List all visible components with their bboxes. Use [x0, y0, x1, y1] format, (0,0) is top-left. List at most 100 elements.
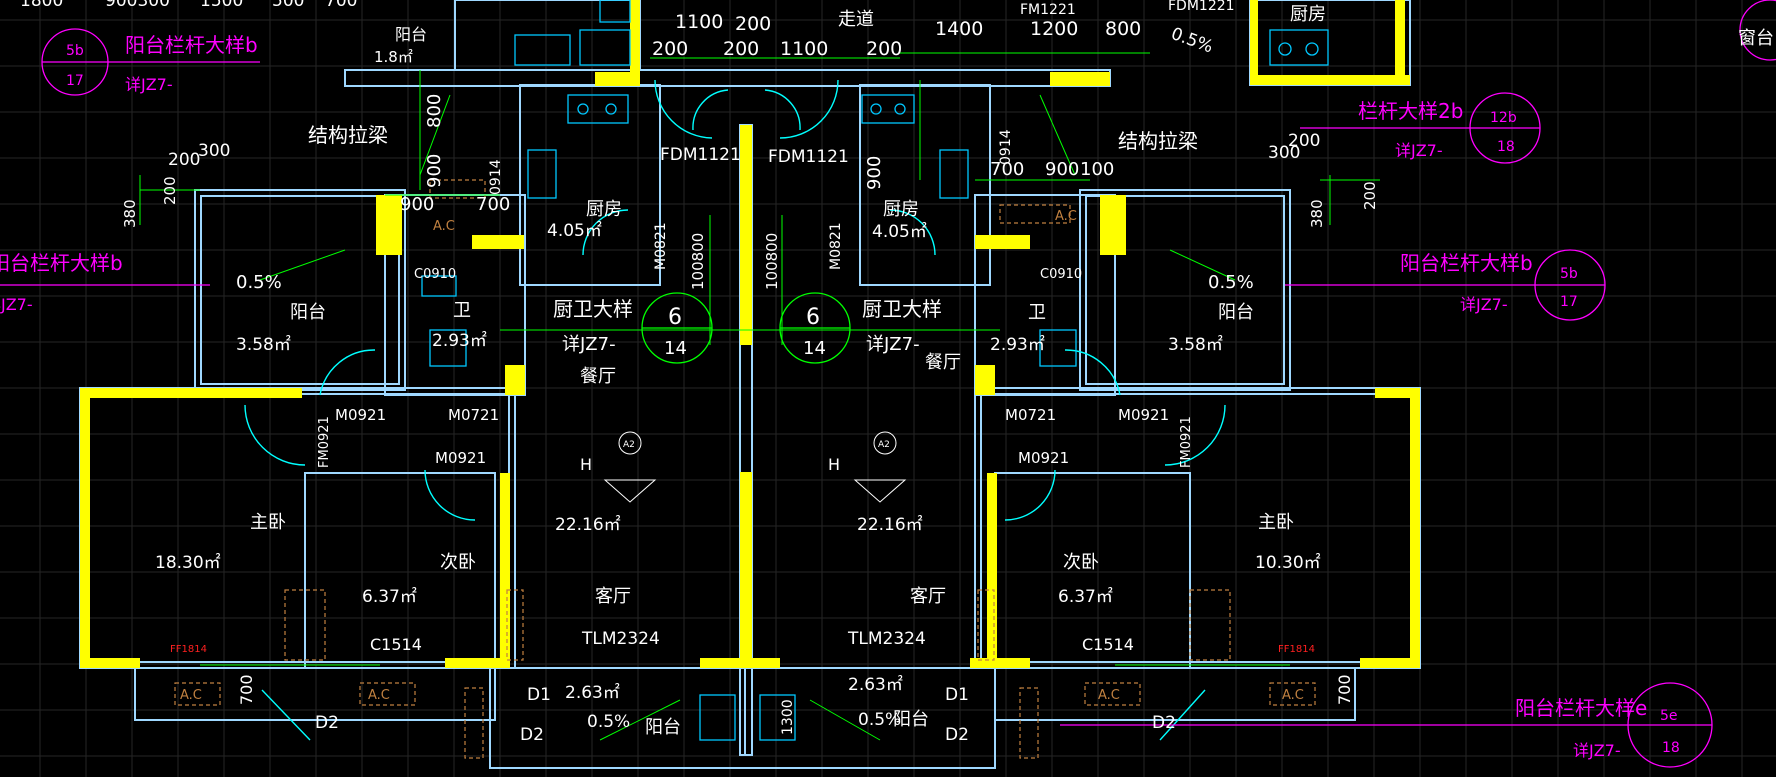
label-d2-c: D2 — [945, 725, 969, 745]
detail-circles — [641, 292, 851, 364]
callout-texts: 阳台栏杆大样b 详JZ7- 5b 17 阳台栏杆大样b 详JZ7- 栏杆大样2b… — [0, 33, 1680, 760]
label-ac-3: A.C — [1098, 688, 1120, 703]
label-d1-right: D1 — [945, 685, 969, 705]
label-balcony-left: 阳台 — [290, 302, 326, 323]
dim-v-100800-left: 100800 — [689, 233, 707, 290]
label-kitchen-bath-ref-right-sub: 详JZ7- — [866, 334, 920, 355]
dim-top-left-500: 500 — [272, 0, 304, 11]
detail-left-num: 6 — [668, 305, 682, 330]
label-balcony-right-slope: 0.5% — [1208, 272, 1254, 293]
callout-railing-b-left: 阳台栏杆大样b — [125, 33, 258, 57]
dim-right-200: 200 — [1288, 131, 1320, 151]
label-d2-b: D2 — [520, 725, 544, 745]
callout-railing-e-sheet: 18 — [1662, 740, 1680, 756]
callout-railing-2b-num: 12b — [1490, 110, 1517, 126]
callout-railing-b-left-sub: 详JZ7- — [125, 75, 173, 94]
label-second-right-area: 6.37㎡ — [1058, 587, 1113, 607]
callout-railing-b-far-left: 阳台栏杆大样b — [0, 251, 123, 275]
dim-bottom-700-left: 700 — [237, 674, 256, 705]
label-master-right-area: 10.30㎡ — [1255, 553, 1321, 573]
label-wc-left-area: 2.93㎡ — [432, 331, 487, 351]
label-fm1221: FM1221 — [1020, 2, 1076, 18]
label-d2-a: D2 — [315, 713, 339, 733]
dim-left-900b: 900 — [424, 154, 445, 188]
label-d2-d: D2 — [1152, 713, 1176, 733]
label-balcony-bottom-left-slope: 0.5% — [587, 712, 630, 732]
fixtures — [421, 0, 1329, 741]
label-structure-beam-right: 结构拉梁 — [1118, 129, 1198, 153]
label-d1-left: D1 — [527, 685, 551, 705]
dim-top-left-1500: 1500 — [200, 0, 243, 11]
label-kitchen-bath-ref-right: 厨卫大样 — [862, 297, 942, 321]
label-m0921-d: M0921 — [1018, 449, 1069, 467]
detail-left-sheet: 14 — [664, 338, 687, 359]
label-m0721-b: M0721 — [1005, 406, 1056, 424]
label-dining-right: 餐厅 — [925, 352, 961, 373]
fire-window-labels: FF1814 FF1814 — [170, 644, 1315, 655]
label-fdm1221: FDM1221 — [1168, 0, 1235, 14]
detail-right-num: 6 — [806, 305, 820, 330]
dim-bottom-700-right: 700 — [1335, 674, 1354, 705]
label-wc-right-area: 2.93㎡ — [990, 335, 1045, 355]
dim-right-900b: 900 — [1045, 159, 1079, 180]
axis-markers — [603, 431, 907, 503]
label-second-left-area: 6.37㎡ — [362, 587, 417, 607]
callout-railing-b-right-sub: 详JZ7- — [1460, 295, 1508, 314]
label-c1514-right: C1514 — [1082, 635, 1134, 654]
callout-railing-b-right-sheet: 17 — [1560, 294, 1578, 310]
dim-left-200b: 200 — [161, 176, 179, 205]
callout-railing-e-sub: 详JZ7- — [1573, 741, 1621, 760]
label-m0721-a: M0721 — [448, 406, 499, 424]
callout-railing-2b-sheet: 18 — [1497, 139, 1515, 155]
callout-railing-b-right: 阳台栏杆大样b — [1400, 251, 1533, 275]
structural-columns — [80, 0, 1420, 668]
dim-left-200: 200 — [168, 150, 200, 170]
label-a2-right: A2 — [878, 440, 890, 450]
label-wc-right: 卫 — [1028, 302, 1046, 323]
label-balcony-bottom-right: 阳台 — [893, 709, 929, 730]
label-wc-left: 卫 — [453, 300, 471, 321]
label-kitchen-right-area: 4.05㎡ — [872, 222, 927, 242]
dim-right-300: 300 — [1268, 143, 1300, 163]
dim-left-800: 800 — [424, 94, 445, 128]
label-kitchen-bath-ref-left: 厨卫大样 — [553, 297, 633, 321]
label-living-right: 客厅 — [910, 586, 946, 607]
label-tlm-right: TLM2324 — [847, 629, 926, 649]
dim-right-900: 900 — [864, 156, 885, 190]
dimension-texts: 1100 200 200 200 1100 200 1400 1200 800 … — [20, 0, 1379, 735]
label-m0921-b: M0921 — [435, 449, 486, 467]
label-dining-left: 餐厅 — [580, 366, 616, 387]
door-swings — [244, 79, 1226, 741]
dim-top-left-900300: 900300 — [105, 0, 170, 11]
dim-left-380: 380 — [121, 199, 139, 228]
dim-v-100800-right: 100800 — [763, 233, 781, 290]
label-ac-4: A.C — [1282, 688, 1304, 703]
label-c1514-left: C1514 — [370, 635, 422, 654]
dim-left-700: 700 — [476, 194, 510, 215]
label-balcony-left-slope: 0.5% — [236, 272, 282, 293]
dim-right-200b: 200 — [1361, 181, 1379, 210]
label-balcony-left-area: 3.58㎡ — [236, 335, 291, 355]
label-balcony-bottom-right-area: 2.63㎡ — [848, 675, 903, 695]
dim-left-300: 300 — [198, 141, 230, 161]
dim-top-800: 800 — [1105, 18, 1141, 40]
label-kitchen-bath-ref-left-sub: 详JZ7- — [562, 334, 616, 355]
label-living-left-area: 22.16㎡ — [555, 515, 621, 535]
label-c0910-right: C0910 — [1040, 267, 1082, 282]
detail-circle-texts: 6 14 6 14 — [664, 305, 826, 359]
label-m0921-a: M0921 — [335, 406, 386, 424]
label-ac-6: A.C — [1055, 209, 1077, 224]
label-second-left: 次卧 — [440, 552, 476, 573]
callout-railing-e-num: 5e — [1660, 708, 1678, 724]
dim-top-1100a: 1100 — [675, 11, 723, 33]
label-m0821-right: M0821 — [828, 222, 844, 270]
label-balcony-top: 阳台 — [395, 25, 427, 44]
dimension-lines — [139, 52, 1380, 741]
label-kitchen-left-area: 4.05㎡ — [547, 221, 602, 241]
label-area-small: 1.8㎡ — [374, 48, 413, 66]
label-master-left-area: 18.30㎡ — [155, 553, 221, 573]
callout-railing-e: 阳台栏杆大样e — [1515, 696, 1647, 720]
label-structure-beam-left: 结构拉梁 — [308, 123, 388, 147]
label-fdm1121-left: FDM1121 — [660, 145, 741, 165]
